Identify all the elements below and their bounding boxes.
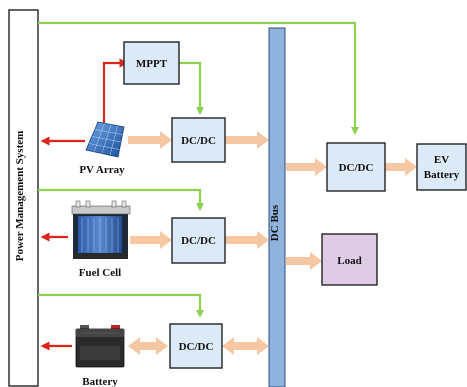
dcdc-batt-label: DC/DC <box>179 341 214 353</box>
dcdc-fc-label: DC/DC <box>181 235 216 247</box>
control-line-fc <box>38 188 204 211</box>
mppt-label: MPPT <box>136 58 168 70</box>
control-line-mppt <box>179 61 204 115</box>
load-box <box>321 233 378 286</box>
power-arrow-bus-to-ev-dcdc <box>286 158 327 176</box>
power-arrow-batt-bidirectional <box>128 337 168 355</box>
dcdc-ev-label: DC/DC <box>339 162 374 174</box>
control-line-batt <box>38 293 204 318</box>
dc-bus-bar <box>268 27 286 387</box>
ev-battery-box <box>416 143 467 191</box>
power-arrow-fc-to-dcdc <box>130 231 172 249</box>
power-arrow-batt-bus-bidirectional <box>222 337 269 355</box>
power-management-system-bar <box>8 9 39 387</box>
battery-icon <box>75 325 125 368</box>
ev-battery-label-line1: EV <box>434 154 449 166</box>
power-arrows <box>128 131 417 355</box>
signal-arrow-mppt <box>102 58 129 130</box>
power-arrow-dcdc-to-bus <box>225 131 269 149</box>
dcdc-batt-box <box>169 323 223 369</box>
dc-bus-label: DC Bus <box>269 204 281 241</box>
power-arrow-fc-dcdc-to-bus <box>225 231 269 249</box>
power-arrow-dcdc-to-ev <box>385 158 417 176</box>
solar-panel-icon <box>85 121 125 158</box>
pv-array-label: PV Array <box>79 164 125 176</box>
control-lines <box>38 21 359 318</box>
load-label: Load <box>337 255 361 267</box>
dcdc-fc-box <box>171 217 226 264</box>
dcdc-pv-label: DC/DC <box>181 135 216 147</box>
ev-battery-label-line2: Battery <box>424 169 460 181</box>
power-arrow-bus-to-load <box>286 252 322 270</box>
mppt-box <box>123 41 180 85</box>
signal-arrows <box>40 58 129 351</box>
fuel-cell-label: Fuel Cell <box>79 267 121 279</box>
battery-label: Battery <box>82 376 118 387</box>
dcdc-pv-box <box>171 117 226 163</box>
dcdc-ev-box <box>326 142 386 192</box>
control-line-ev <box>38 21 359 135</box>
fuel-cell-icon <box>71 200 131 259</box>
power-management-system-label: Power Management System <box>14 131 26 262</box>
power-arrow-pv-to-dcdc <box>128 131 172 149</box>
